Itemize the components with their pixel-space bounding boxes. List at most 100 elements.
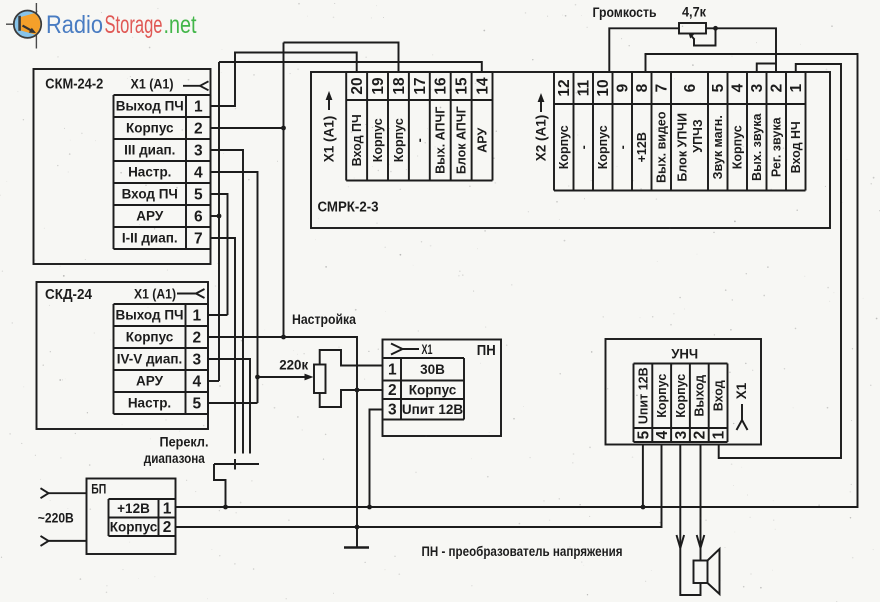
svg-text:Вход НЧ: Вход НЧ [789,121,803,173]
svg-text:4: 4 [194,164,203,181]
svg-text:Вход: Вход [711,380,725,411]
svg-text:30В: 30В [420,362,445,377]
svg-text:III диап.: III диап. [124,143,175,158]
svg-text:Настройка: Настройка [292,311,356,327]
svg-text:4,7к: 4,7к [682,4,707,20]
svg-text:Radio: Radio [46,11,103,39]
svg-text:1: 1 [192,307,201,324]
svg-text:-: - [413,138,427,142]
svg-text:2: 2 [194,120,203,137]
svg-text:3: 3 [194,142,203,159]
svg-text:ПН - преобразователь напряжени: ПН - преобразователь напряжения [422,543,623,559]
svg-text:Uпит 12В: Uпит 12В [636,367,650,424]
svg-text:16: 16 [433,77,450,95]
svg-text:17: 17 [412,77,429,94]
svg-text:Вход ПЧ: Вход ПЧ [350,114,364,166]
svg-text:3: 3 [673,430,690,439]
svg-text:Настр.: Настр. [128,396,171,411]
svg-text:Корпус: Корпус [392,118,406,162]
svg-text:Выход ПЧ: Выход ПЧ [116,99,184,114]
svg-text:11: 11 [576,79,593,96]
svg-text:6: 6 [194,208,203,225]
svg-text:Корпус: Корпус [126,330,174,345]
svg-text:Вых. видео: Вых. видео [655,111,669,183]
svg-text:19: 19 [370,77,387,95]
svg-text:2: 2 [163,519,172,536]
svg-text:УПЧЗ: УПЧЗ [691,119,705,153]
svg-text:+12В: +12В [117,501,150,516]
svg-text:I-II диап.: I-II диап. [122,231,178,246]
svg-text:2: 2 [388,382,397,399]
svg-text:X1 (A1): X1 (A1) [131,75,174,91]
svg-text:БП: БП [91,480,106,496]
svg-text:X1: X1 [422,342,433,357]
svg-text:СМРК-2-3: СМРК-2-3 [318,200,379,216]
svg-text:~220В: ~220В [38,510,74,526]
svg-text:Корпус: Корпус [655,374,669,418]
svg-text:12: 12 [556,79,573,96]
svg-text:АРУ: АРУ [136,209,164,224]
svg-text:диапазона: диапазона [144,450,205,466]
svg-text:УНЧ: УНЧ [671,345,698,361]
svg-text:220к: 220к [279,358,308,373]
svg-text:АРУ: АРУ [475,128,489,153]
svg-text:X1: X1 [734,382,749,399]
svg-text:-: - [616,145,630,149]
svg-text:2: 2 [192,329,201,346]
svg-text:Выход ПЧ: Выход ПЧ [115,308,183,323]
svg-text:20: 20 [349,77,366,94]
svg-text:X2 (A1): X2 (A1) [534,115,549,162]
svg-text:7: 7 [194,230,203,247]
svg-text:3: 3 [388,402,397,419]
svg-text:Вых. АПЧГ: Вых. АПЧГ [434,107,448,174]
svg-text:1: 1 [788,83,805,92]
svg-text:Корпус: Корпус [409,382,457,397]
svg-text:СКД-24: СКД-24 [45,287,92,303]
svg-text:1: 1 [163,501,172,518]
svg-text:14: 14 [474,77,491,95]
svg-text:Звук магн.: Звук магн. [711,115,725,179]
svg-text:Перекл.: Перекл. [160,434,209,450]
svg-text:Блок УПЧИ: Блок УПЧИ [675,113,689,182]
svg-text:Выход: Выход [693,375,707,417]
svg-text:1: 1 [388,362,397,379]
svg-text:15: 15 [454,77,471,95]
svg-text:Storage: Storage [105,11,163,39]
svg-text:Корпус: Корпус [674,374,688,418]
svg-text:18: 18 [391,77,408,95]
svg-text:Корпус: Корпус [110,519,158,534]
svg-text:5: 5 [192,395,201,412]
svg-text:5: 5 [710,83,727,92]
svg-text:6: 6 [682,83,699,92]
svg-text:2: 2 [692,431,709,440]
svg-text:Корпус: Корпус [371,118,385,162]
svg-text:3: 3 [749,83,766,92]
svg-text:7: 7 [654,84,671,93]
svg-text:Корпус: Корпус [731,125,745,169]
svg-text:IV-V диап.: IV-V диап. [117,352,183,367]
svg-text:9: 9 [615,83,632,92]
svg-text:10: 10 [595,79,612,96]
svg-text:3: 3 [192,351,201,368]
svg-text:Корпус: Корпус [557,125,571,169]
svg-text:4: 4 [730,83,747,92]
svg-text:4: 4 [654,430,671,439]
svg-text:5: 5 [194,186,203,203]
svg-text:Корпус: Корпус [596,125,610,169]
svg-text:+12В: +12В [635,132,649,162]
svg-text:X1 (A1): X1 (A1) [134,286,176,302]
svg-text:Корпус: Корпус [126,121,174,136]
svg-text:4: 4 [192,373,201,390]
svg-text:Uпит 12В: Uпит 12В [402,402,464,417]
svg-text:5: 5 [635,430,652,439]
svg-text:ПН: ПН [477,343,496,359]
svg-text:АРУ: АРУ [136,374,164,389]
svg-text:X1 (A1): X1 (A1) [322,116,337,163]
svg-text:8: 8 [634,83,651,92]
svg-text:Рег. звука: Рег. звука [770,116,784,177]
svg-text:Вход ПЧ: Вход ПЧ [122,187,178,202]
svg-text:Блок АПЧГ: Блок АПЧГ [455,106,469,174]
svg-text:СКМ-24-2: СКМ-24-2 [45,77,103,93]
svg-text:1: 1 [194,98,203,115]
svg-text:Громкость: Громкость [593,4,657,20]
